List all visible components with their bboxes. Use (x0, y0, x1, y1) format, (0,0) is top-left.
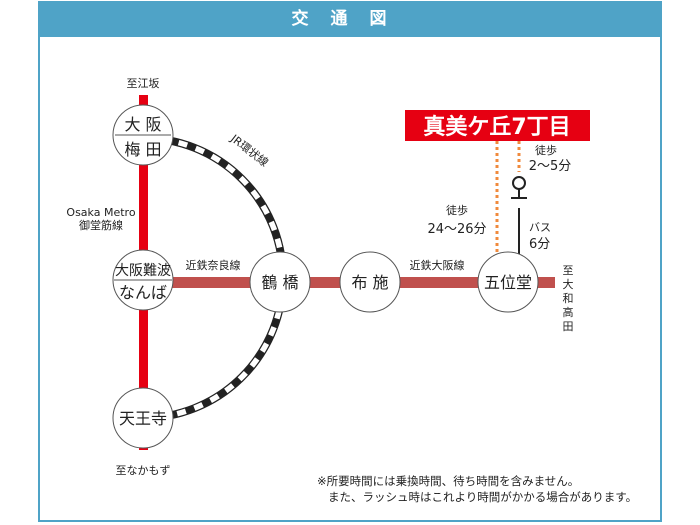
station-name: 大 阪 (124, 115, 161, 134)
metro-line-label: Osaka Metro (66, 206, 135, 219)
destination-label: 真美ケ丘7丁目 (423, 114, 570, 140)
note-line-2: また、ラッシュ時はこれより時間がかかる場合があります。 (328, 490, 637, 504)
station-name: 大阪難波 (115, 263, 171, 279)
walk-long-label: 徒歩 (446, 203, 468, 217)
station-fuse[interactable]: 布 施 (339, 251, 401, 313)
station-umeda[interactable]: 大 阪 梅 田 (112, 104, 174, 166)
direction-char: 高 (563, 305, 574, 319)
direction-north: 至江坂 (127, 77, 160, 90)
station-namba[interactable]: 大阪難波 なんば (112, 249, 174, 311)
walk-short-label: 徒歩 (535, 143, 557, 157)
station-tennoji[interactable]: 天王寺 (112, 387, 174, 449)
station-goido[interactable]: 五位堂 (477, 251, 539, 313)
page-title: 交通図 (38, 1, 662, 37)
destination-label-bg (405, 110, 590, 141)
map-frame (38, 1, 662, 522)
direction-char: 田 (563, 320, 574, 333)
kintetsu-nara-label: 近鉄奈良線 (186, 258, 241, 272)
station-name: 布 施 (351, 273, 388, 292)
metro-line-sublabel: 御堂筋線 (79, 218, 123, 232)
walk-short-time: 2〜5分 (529, 159, 572, 174)
station-name: なんば (119, 283, 167, 302)
direction-south: 至なかもず (116, 464, 171, 477)
station-tsuruhashi[interactable]: 鶴 橋 (249, 251, 311, 313)
direction-east: 至 大 和 高 田 (563, 264, 574, 333)
kintetsu-osaka-label: 近鉄大阪線 (410, 258, 465, 272)
direction-char: 和 (563, 292, 574, 305)
station-name: 五位堂 (484, 273, 532, 292)
bus-stop-icon (511, 176, 527, 199)
bus-time: 6分 (529, 237, 550, 252)
note-line-1: ※所要時間には乗換時間、待ち時間を含みません。 (317, 474, 579, 488)
walk-long-time: 24〜26分 (427, 222, 486, 237)
station-name: 天王寺 (119, 409, 167, 428)
bus-label: バス (529, 221, 551, 234)
direction-char: 大 (563, 277, 574, 291)
station-name: 梅 田 (124, 140, 161, 159)
station-name: 鶴 橋 (261, 273, 298, 292)
direction-char: 至 (563, 264, 574, 277)
jr-line-label: JR環状線 (227, 131, 271, 170)
